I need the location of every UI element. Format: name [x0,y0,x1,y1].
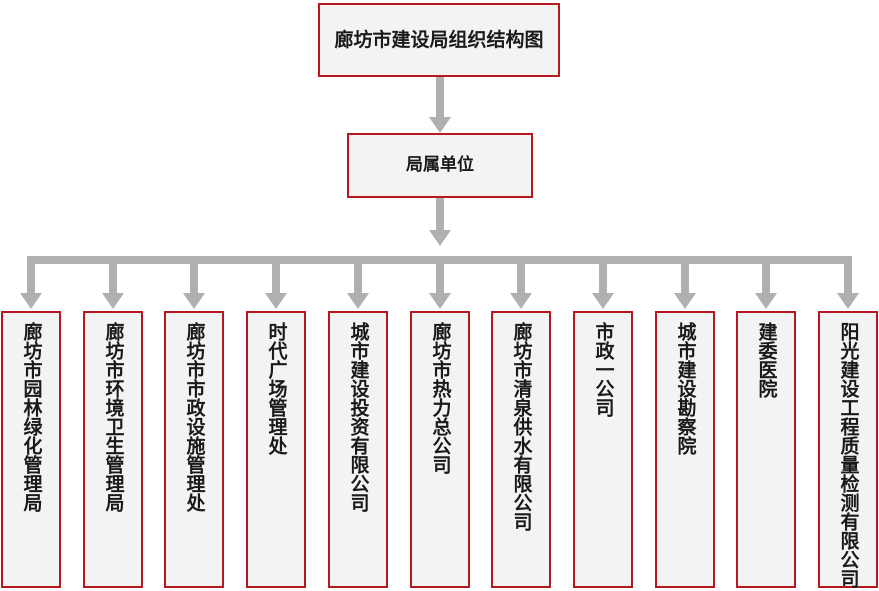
org-node-leaf[interactable]: 廊坊市市政设施管理处 [164,311,224,588]
arrowhead-bar-to-leaf-icon [347,293,369,309]
arrowhead-unit-to-bar-icon [429,230,451,246]
arrowhead-bar-to-leaf-icon [837,293,859,309]
connector-bar-to-leaf [109,264,117,293]
org-node-leaf[interactable]: 廊坊市园林绿化管理局 [1,311,61,588]
arrowhead-bar-to-leaf-icon [429,293,451,309]
arrowhead-bar-to-leaf-icon [674,293,696,309]
org-node-leaf-label: 建委医院 [755,322,778,398]
org-node-affiliated-units[interactable]: 局属单位 [347,133,533,198]
connector-bar-to-leaf [354,264,362,293]
arrowhead-bar-to-leaf-icon [102,293,124,309]
org-node-affiliated-units-label: 局属单位 [406,155,474,175]
arrowhead-bar-to-leaf-icon [183,293,205,309]
org-node-leaf-label: 城市建设勘察院 [674,322,697,455]
org-node-root[interactable]: 廊坊市建设局组织结构图 [318,3,560,77]
org-node-leaf-label: 阳光建设工程质量检测有限公司 [837,322,860,588]
org-node-leaf[interactable]: 廊坊市热力总公司 [410,311,470,588]
connector-bar-to-leaf [436,264,444,293]
arrowhead-root-to-unit-icon [429,117,451,133]
org-node-leaf[interactable]: 时代广场管理处 [246,311,306,588]
org-node-leaf[interactable]: 廊坊市环境卫生管理局 [83,311,143,588]
arrowhead-bar-to-leaf-icon [592,293,614,309]
org-node-leaf-label: 廊坊市市政设施管理处 [183,322,206,512]
arrowhead-bar-to-leaf-icon [510,293,532,309]
connector-distribution-bar [27,256,852,264]
connector-bar-to-leaf [681,264,689,293]
org-node-leaf-label: 廊坊市清泉供水有限公司 [510,322,533,531]
connector-bar-to-leaf [27,264,35,293]
org-node-leaf[interactable]: 阳光建设工程质量检测有限公司 [818,311,878,588]
org-node-leaf-label: 廊坊市热力总公司 [429,322,452,474]
org-node-leaf[interactable]: 市政一公司 [573,311,633,588]
connector-bar-to-leaf [762,264,770,293]
arrowhead-bar-to-leaf-icon [755,293,777,309]
org-node-leaf-label: 廊坊市园林绿化管理局 [20,322,43,512]
org-node-leaf[interactable]: 廊坊市清泉供水有限公司 [491,311,551,588]
arrowhead-bar-to-leaf-icon [265,293,287,309]
org-node-leaf-label: 市政一公司 [592,322,615,417]
connector-bar-to-leaf [844,264,852,293]
arrowhead-bar-to-leaf-icon [20,293,42,309]
org-node-leaf-label: 城市建设投资有限公司 [347,322,370,512]
connector-bar-to-leaf [190,264,198,293]
org-node-leaf-label: 廊坊市环境卫生管理局 [102,322,125,512]
org-node-leaf[interactable]: 建委医院 [736,311,796,588]
connector-root-to-unit [436,77,444,117]
org-node-root-label: 廊坊市建设局组织结构图 [334,28,544,51]
connector-bar-to-leaf [517,264,525,293]
connector-unit-to-bar [436,198,444,230]
org-node-leaf[interactable]: 城市建设勘察院 [655,311,715,588]
connector-bar-to-leaf [599,264,607,293]
connector-bar-to-leaf [272,264,280,293]
org-node-leaf-label: 时代广场管理处 [265,322,288,455]
org-node-leaf[interactable]: 城市建设投资有限公司 [328,311,388,588]
